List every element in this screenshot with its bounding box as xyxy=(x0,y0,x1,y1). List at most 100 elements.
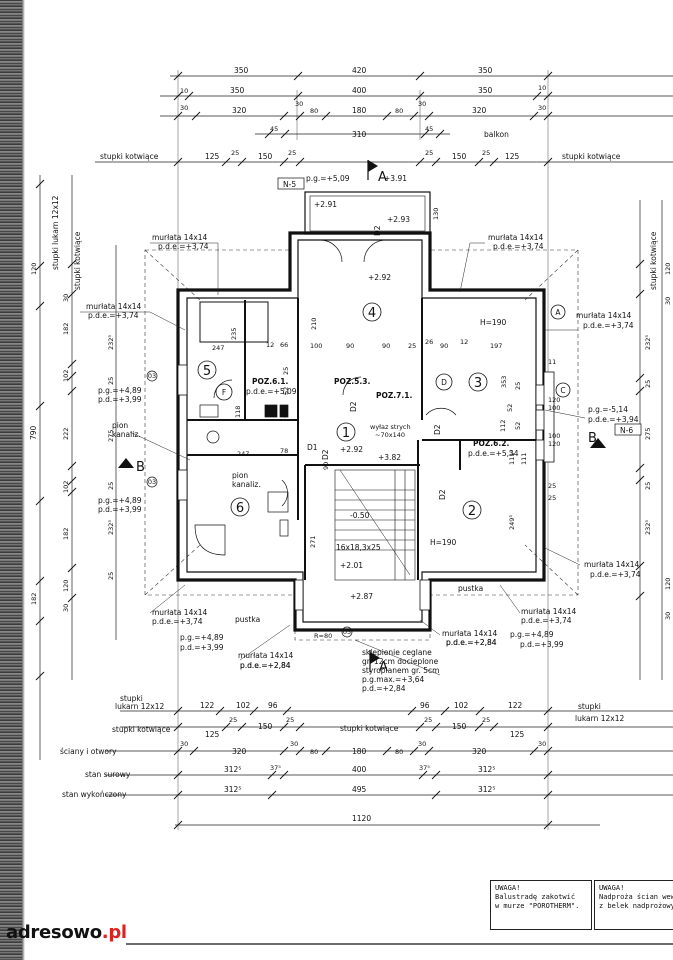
note-lintels: UWAGA! Nadproża ścian wew z belek nadpro… xyxy=(594,880,673,930)
inner-dim: 12 xyxy=(460,338,468,346)
note-line: UWAGA! xyxy=(495,884,521,892)
dim-text: 232⁵ xyxy=(644,335,652,350)
dim-text: 150 xyxy=(452,722,467,731)
room-label: POZ.6.1. xyxy=(252,377,288,386)
inner-dim: 100 xyxy=(548,432,560,440)
room-number: 2 xyxy=(468,504,476,519)
inner-dim: 271 xyxy=(309,536,317,548)
room-label: D1 xyxy=(307,443,318,452)
dim-text: 312⁵ xyxy=(224,765,241,774)
room-label: D2 xyxy=(373,225,382,236)
beam-label: p.d.e.=+2,84 xyxy=(240,661,291,670)
room-label: POZ.5.3. xyxy=(334,377,370,386)
dimension-ticks xyxy=(35,71,645,830)
dim-text: 30 xyxy=(180,740,188,748)
inner-dim: 120 xyxy=(548,396,560,404)
dim-text: 125 xyxy=(205,730,220,739)
room-label: pion xyxy=(112,421,128,430)
room-label: p.d.=+2,84 xyxy=(362,684,406,693)
staircase xyxy=(334,469,416,581)
room-number: 5 xyxy=(203,364,211,379)
inner-dim: 90 xyxy=(382,342,390,350)
level-text: p.g.=+5,09 xyxy=(306,174,350,183)
room-label: 16x18,3x25 xyxy=(336,543,381,552)
room-label: styropianem gr. 5cm xyxy=(362,666,439,675)
level-text: N-5 xyxy=(283,180,296,189)
dim-text: 25 xyxy=(288,149,296,157)
dim-text: 30 xyxy=(538,104,546,112)
room-number: 4 xyxy=(368,306,376,321)
level-text: N-6 xyxy=(620,426,633,435)
note-line: z belek nadprożowy xyxy=(599,902,673,910)
level-annotations: N-5 N-6 p.g.=+5,09 +3.91 +2.91 +2.93 130… xyxy=(98,174,642,670)
dim-text: 232⁵ xyxy=(107,520,115,535)
beam-label: murłata 14x14 xyxy=(238,651,294,660)
inner-dim: 197 xyxy=(490,342,502,350)
room-label: D2 xyxy=(349,401,358,412)
dim-text: 320 xyxy=(472,106,487,115)
section-label: A xyxy=(379,660,388,675)
dim-text: 310 xyxy=(352,130,367,139)
dim-text: 275 xyxy=(107,430,115,442)
dim-text: 102 xyxy=(62,481,70,493)
room-label: R=80 xyxy=(314,632,332,640)
level-text: p.d.=+3,99 xyxy=(98,505,142,514)
beam-label: murłata 14x14 xyxy=(584,560,640,569)
level-text: +2.91 xyxy=(314,200,337,209)
dim-text: 350 xyxy=(230,86,245,95)
note-line: Balustradę zakotwić xyxy=(495,893,576,901)
dim-text: 125 xyxy=(510,730,525,739)
inner-dim: 111⁵ xyxy=(508,450,516,465)
room-label: H=190 xyxy=(480,318,506,327)
dim-text: 102 xyxy=(62,370,70,382)
dim-text: 350 xyxy=(478,66,493,75)
dim-text: 37⁵ xyxy=(270,764,281,772)
murlata-labels: murłata 14x14 p.d.e.=+3,74 murłata 14x14… xyxy=(86,233,641,670)
beam-label: p.d.e.=+3,74 xyxy=(152,617,203,626)
beam-label: murłata 14x14 xyxy=(152,608,208,617)
level-text: +2.87 xyxy=(350,592,373,601)
beam-label: murłata 14x14 xyxy=(576,311,632,320)
dim-text: 25 xyxy=(425,149,433,157)
beam-label: murłata 14x14 xyxy=(442,629,498,638)
leader-lines xyxy=(80,242,586,676)
dim-text: 125 xyxy=(205,152,220,161)
room-number: 6 xyxy=(236,501,244,516)
dim-text: stupki xyxy=(120,694,143,703)
level-text: 130 xyxy=(432,208,440,220)
dim-text: 25 xyxy=(482,149,490,157)
dim-text: 80 xyxy=(310,107,318,115)
dim-text: 80 xyxy=(395,107,403,115)
inner-dim: 353 xyxy=(500,376,508,388)
inner-dim: 249⁵ xyxy=(508,515,516,530)
dim-text: 25 xyxy=(107,482,115,490)
section-letters: A A B B xyxy=(136,170,597,675)
section-arrows xyxy=(118,160,606,672)
inner-dim: 25 xyxy=(408,342,416,350)
dim-text: 102 xyxy=(454,701,469,710)
level-text: +2.92 xyxy=(368,273,391,282)
room-label: p.g.max.=+3,64 xyxy=(362,675,425,684)
grid-mark: 03 xyxy=(148,372,156,380)
inner-dim: 247 xyxy=(212,344,224,352)
room-label: H=190 xyxy=(430,538,456,547)
dim-text: 120 xyxy=(30,263,38,275)
level-text: p.d.e.=+3,94 xyxy=(588,415,639,424)
beam-label: murłata 14x14 xyxy=(152,233,208,242)
beam-label: murłata 14x14 xyxy=(488,233,544,242)
level-text: p.g.=-5,14 xyxy=(588,405,628,414)
dim-text: 25 xyxy=(482,716,490,724)
beam-label: p.d.e.=+3,74 xyxy=(158,242,209,251)
room-label: kanaliz. xyxy=(232,480,261,489)
dim-text: 120 xyxy=(664,578,672,590)
dim-text: 25 xyxy=(107,572,115,580)
dim-text: 125 xyxy=(505,152,520,161)
dim-text: 25 xyxy=(424,716,432,724)
dim-text: 320 xyxy=(232,106,247,115)
dim-text: 25 xyxy=(644,482,652,490)
outer-walls xyxy=(176,231,546,632)
inner-dim: 25 xyxy=(548,494,556,502)
dim-text: 150 xyxy=(452,152,467,161)
level-text: +3.82 xyxy=(378,453,401,462)
dim-text: 37⁵ xyxy=(419,764,430,772)
